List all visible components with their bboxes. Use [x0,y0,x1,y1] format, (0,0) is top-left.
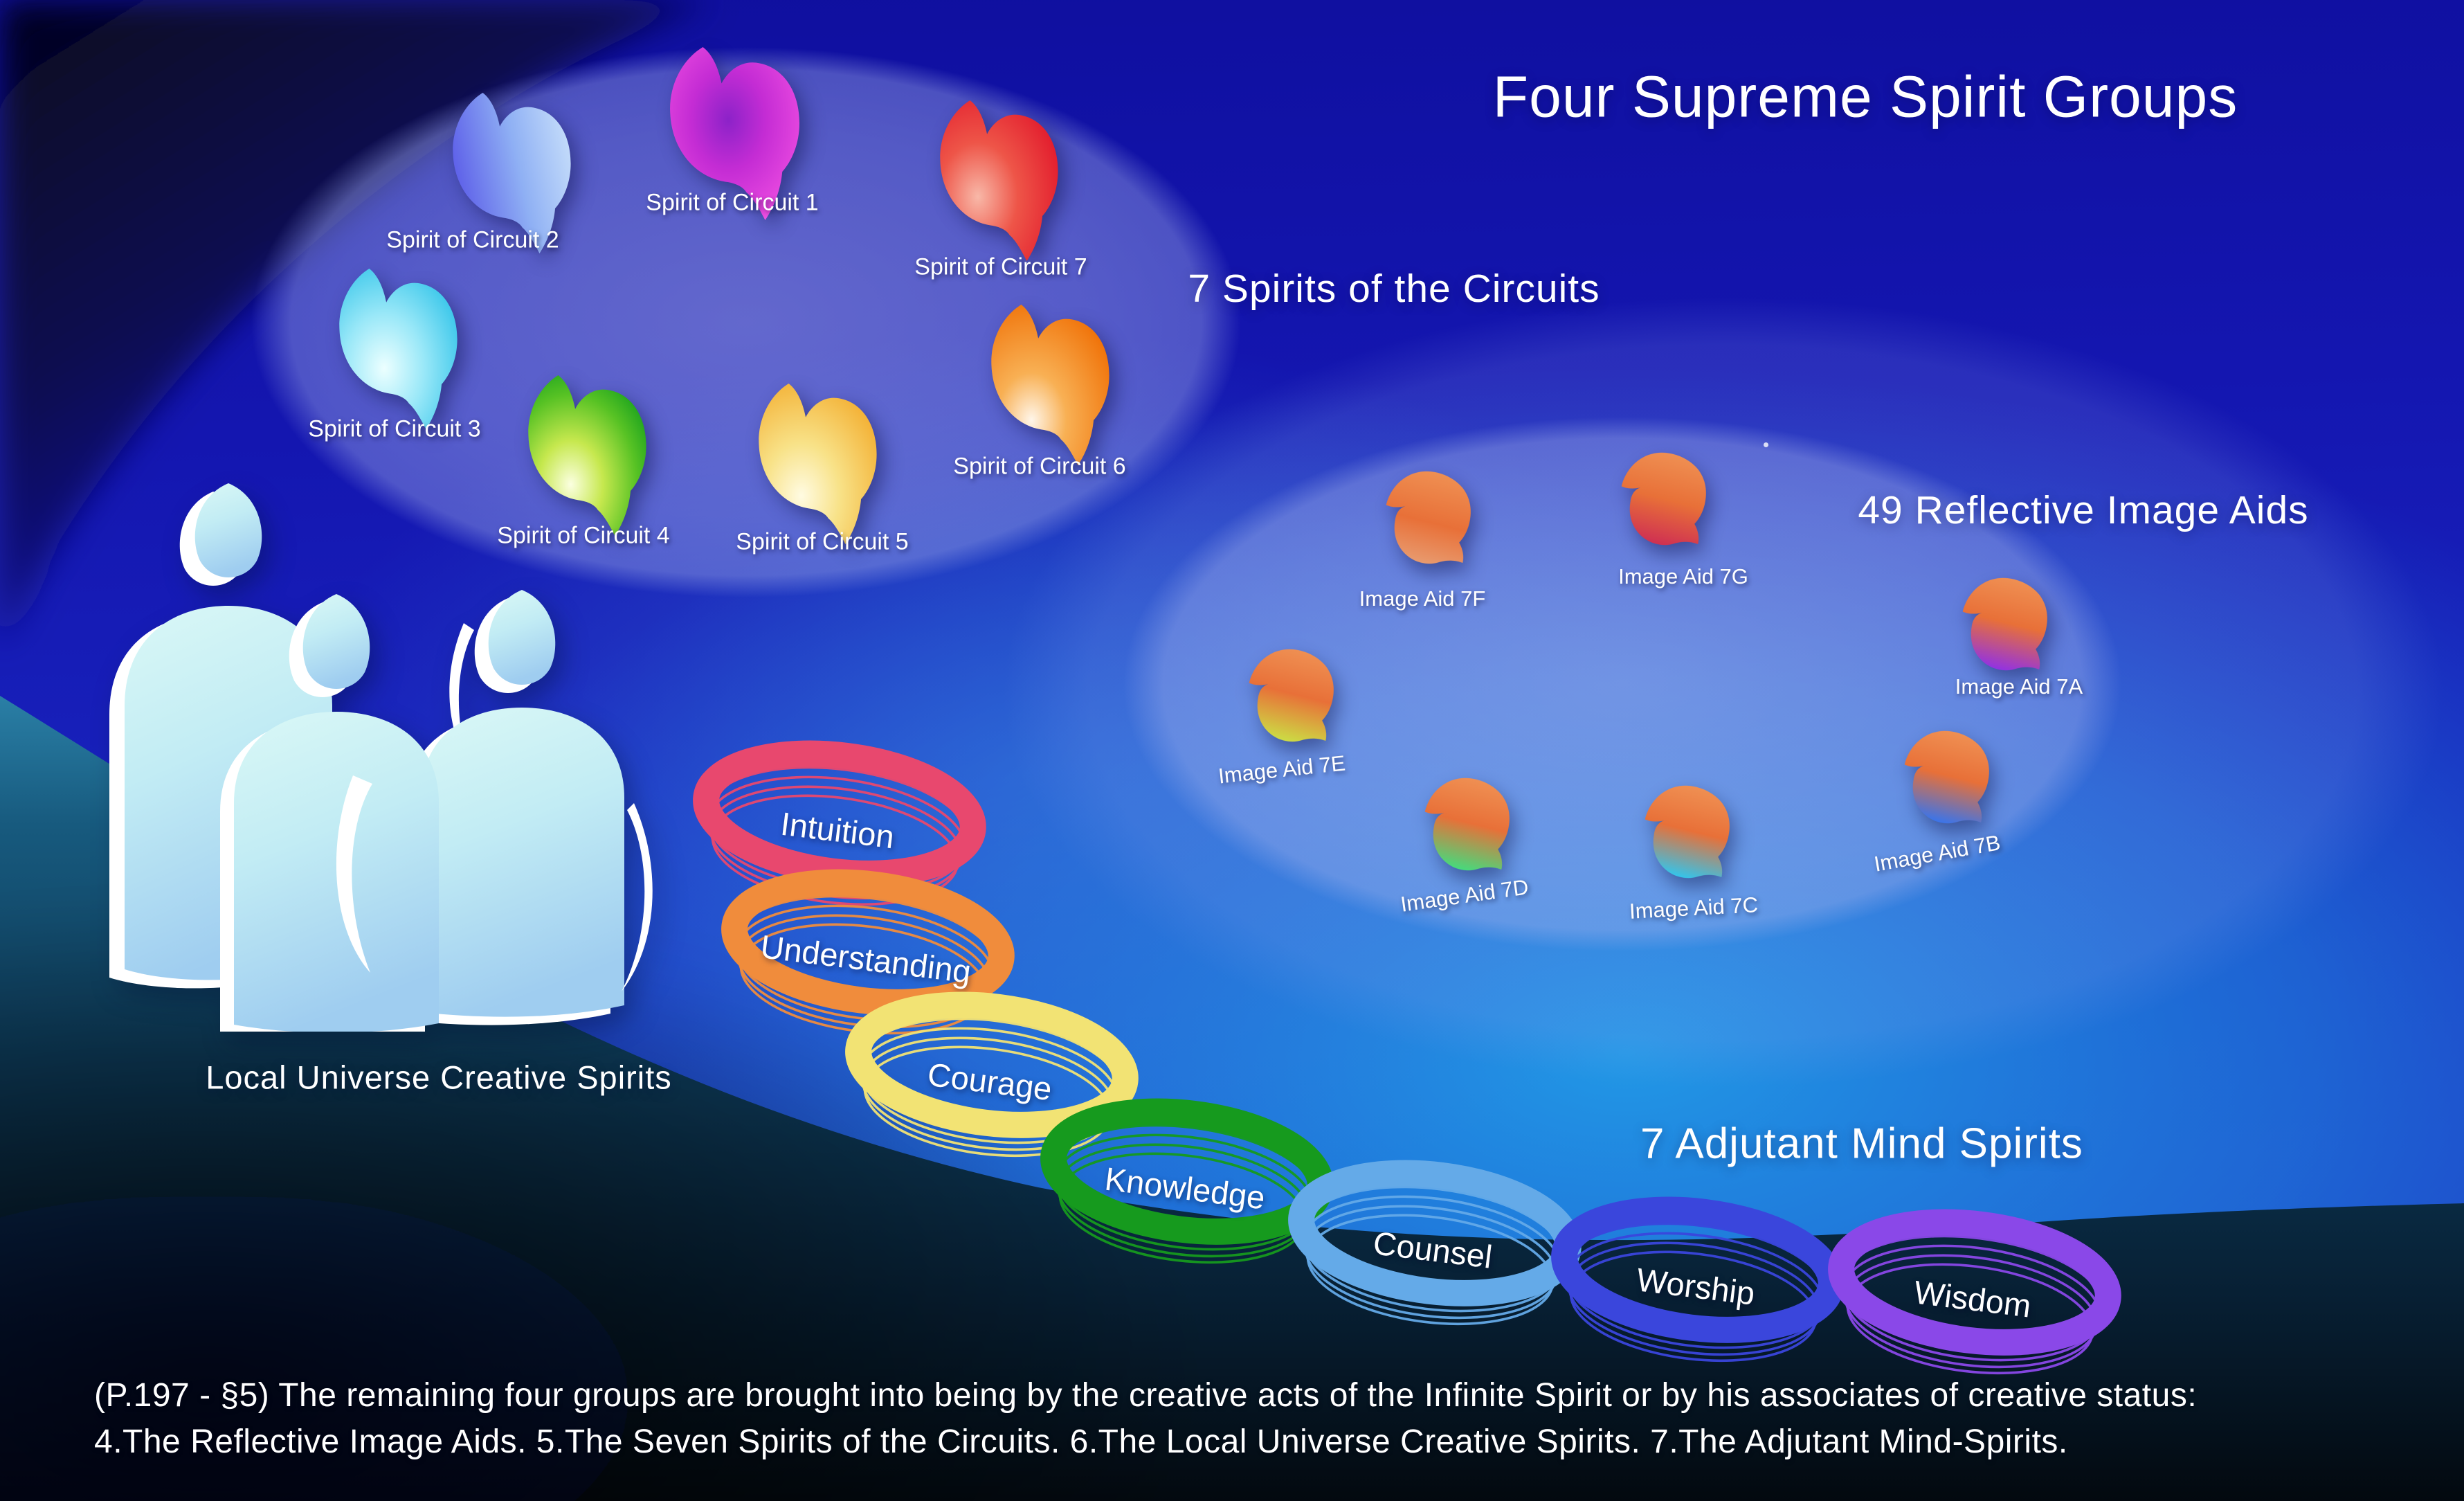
page-title: Four Supreme Spirit Groups [1492,64,2238,129]
white-crescent [336,775,372,973]
adjutant-ring-wisdom: Wisdom [1813,1195,2132,1403]
spirit-circuit-1-label: Spirit of Circuit 1 [646,189,819,216]
ring-graphic [1551,1196,1845,1363]
dark-corner-band [0,0,713,647]
spirit-circuit-6-swirl [991,305,1109,465]
image-aid-7g-label: Image Aid 7G [1618,564,1748,588]
image-aid-7f-label: Image Aid 7F [1359,586,1486,611]
spirit-circuit-7-label: Spirit of Circuit 7 [914,253,1087,280]
creative-spirits-label: Local Universe Creative Spirits [206,1059,672,1096]
spirit-circuit-3-label: Spirit of Circuit 3 [308,415,481,442]
footnote-line-1: (P.197 - §5) The remaining four groups a… [94,1377,2198,1414]
white-crescent [622,803,653,991]
bottom-left-shadow [0,900,1211,1501]
spirit-circuit-7-swirl [940,100,1058,261]
spirit-circuit-4-label: Spirit of Circuit 4 [497,522,670,549]
spirit-circuit-5-swirl [759,384,877,544]
figure-right [421,590,624,1017]
ring-graphic [1828,1209,2121,1375]
spirit-circuit-5-label: Spirit of Circuit 5 [736,528,909,555]
star-dot [1764,442,1768,447]
spirit-circuit-3-swirl [339,269,458,429]
adjutant-group-heading: 7 Adjutant Mind Spirits [1640,1120,2083,1168]
footnote-line-2: 4.The Reflective Image Aids. 5.The Seven… [94,1423,2068,1460]
image-aids-group-heading: 49 Reflective Image Aids [1858,488,2309,532]
adjutant-ring-worship: Worship [1537,1183,1855,1390]
circuits-group-heading: 7 Spirits of the Circuits [1188,267,1600,311]
spirit-circuit-6-label: Spirit of Circuit 6 [953,453,1126,480]
footnote: (P.197 - §5) The remaining four groups a… [94,1372,2197,1465]
creative-spirits-figures [109,483,653,1032]
spirit-circuit-2-label: Spirit of Circuit 2 [386,226,559,253]
image-aid-7a-label: Image Aid 7A [1955,674,2083,699]
